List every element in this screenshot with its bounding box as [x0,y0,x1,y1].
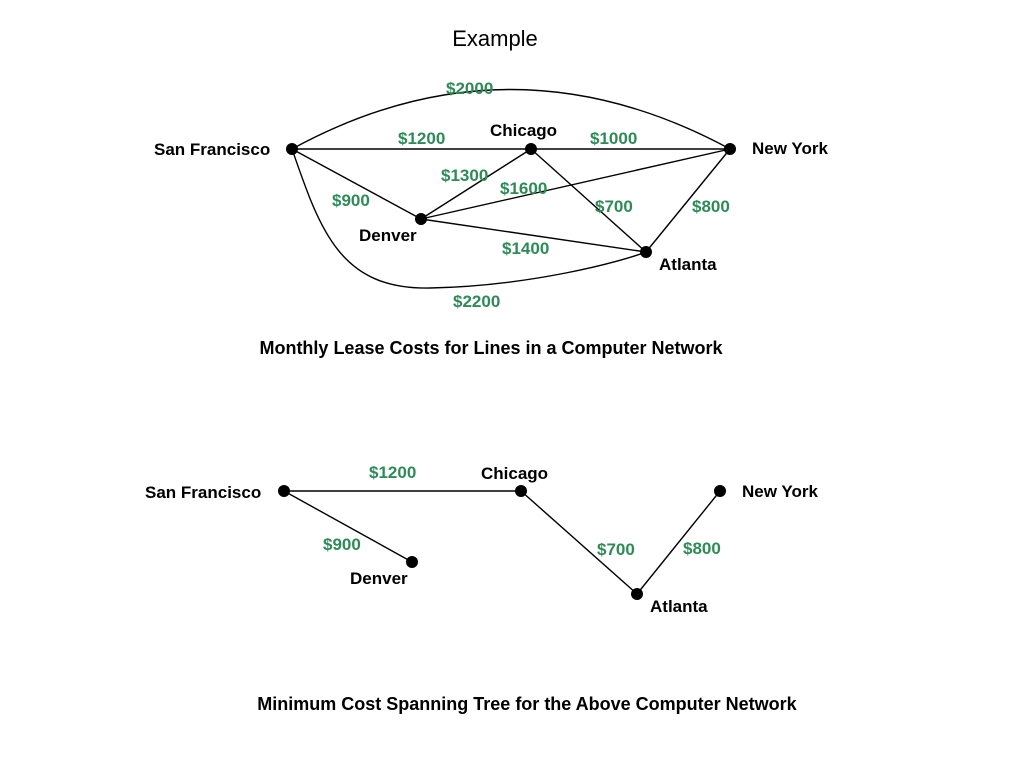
edge-cost-label: $900 [332,191,370,210]
node-label-atlanta: Atlanta [659,255,717,274]
node-sf [286,143,298,155]
tree-edge-sf-denver [283,490,413,563]
network-caption: Monthly Lease Costs for Lines in a Compu… [259,338,723,358]
edge-cost-label: $2200 [453,292,500,311]
node-label-newyork: New York [752,139,828,158]
node-label-sf: San Francisco [154,140,270,159]
edge-chicago-atlanta [530,148,647,253]
node-label-denver: Denver [359,226,417,245]
edge-denver-chicago [420,148,532,220]
node-chicago [525,143,537,155]
tree-node-sf [278,485,290,497]
tree-node-label-atlanta: Atlanta [650,597,708,616]
tree-edge-cost-label: $900 [323,535,361,554]
edge-newyork-atlanta [645,148,731,253]
spanning-tree-graph: San Francisco Chicago New York Denver At… [145,463,818,616]
edge-cost-label: $800 [692,197,730,216]
edge-sf-atlanta [291,148,647,289]
node-label-chicago: Chicago [490,121,557,140]
node-atlanta [640,246,652,258]
network-graph: San Francisco Chicago New York Denver At… [154,79,828,311]
tree-node-label-sf: San Francisco [145,483,261,502]
tree-node-label-chicago: Chicago [481,464,548,483]
spanning-tree-caption: Minimum Cost Spanning Tree for the Above… [257,694,797,714]
tree-node-label-denver: Denver [350,569,408,588]
tree-edge-newyork-atlanta [636,490,721,595]
edge-cost-label: $1300 [441,166,488,185]
node-denver [415,213,427,225]
tree-edge-cost-label: $800 [683,539,721,558]
tree-node-newyork [714,485,726,497]
edge-cost-label: $2000 [446,79,493,98]
edge-cost-label: $1400 [502,239,549,258]
tree-node-denver [406,556,418,568]
edge-cost-label: $1200 [398,129,445,148]
tree-edge-cost-label: $1200 [369,463,416,482]
edge-cost-label: $700 [595,197,633,216]
tree-node-label-newyork: New York [742,482,818,501]
tree-node-chicago [515,485,527,497]
edge-denver-atlanta [420,218,647,253]
tree-edge-cost-label: $700 [597,540,635,559]
edge-denver-newyork [420,148,731,220]
edge-sf-newyork [291,88,731,150]
tree-node-atlanta [631,588,643,600]
tree-edge-chicago-atlanta [520,490,638,595]
node-newyork [724,143,736,155]
edge-cost-label: $1000 [590,129,637,148]
edge-cost-label: $1600 [500,179,547,198]
edge-sf-denver [291,148,422,220]
diagram-title: Example [452,26,538,51]
